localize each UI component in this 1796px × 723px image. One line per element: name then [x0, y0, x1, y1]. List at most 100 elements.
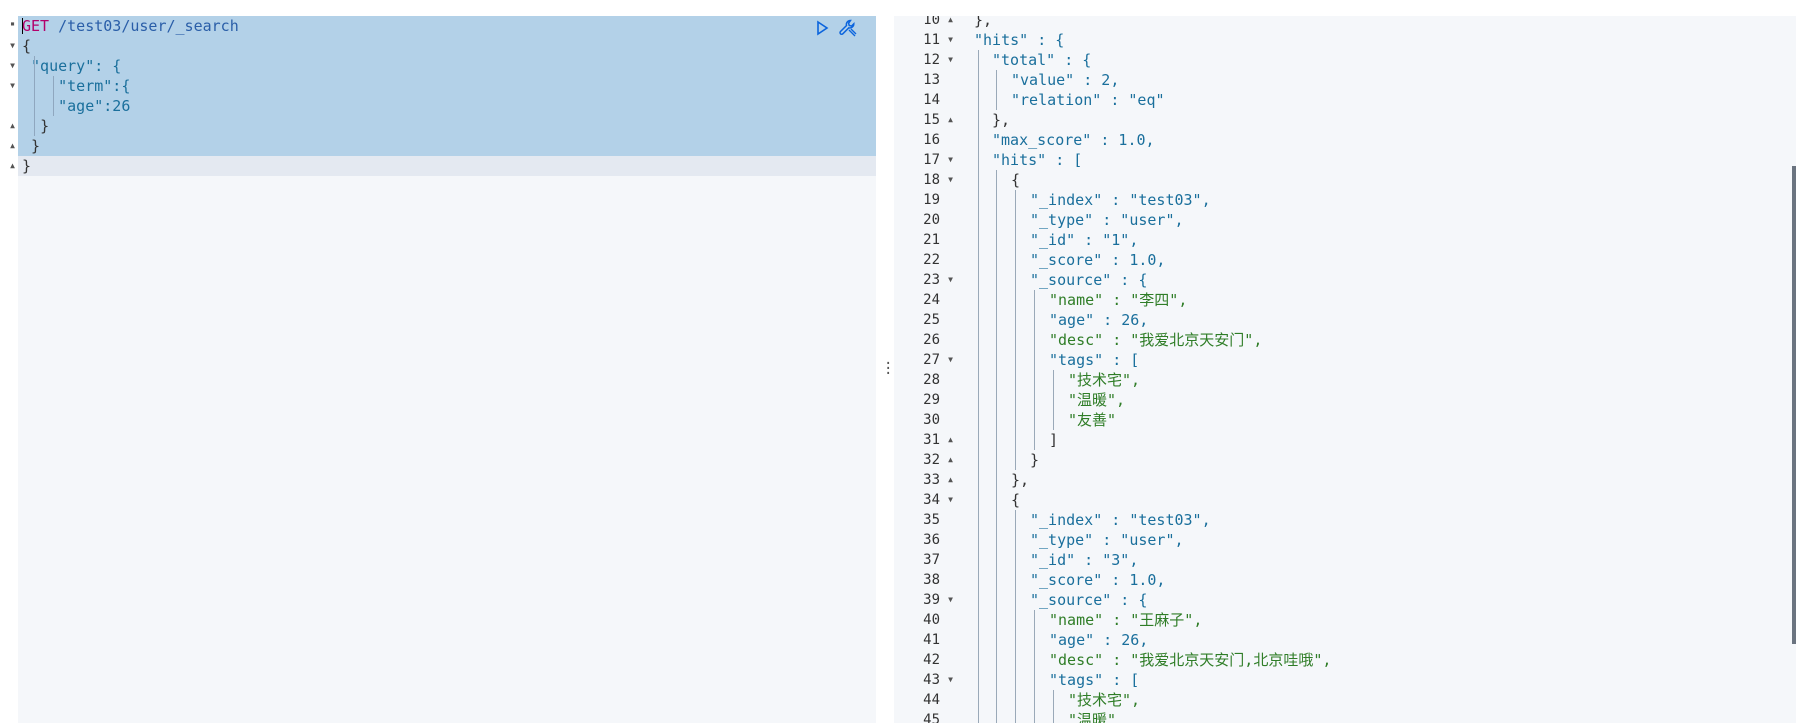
- fold-down-icon[interactable]: ▼: [10, 81, 15, 90]
- line-number: 38: [923, 572, 940, 588]
- line-number: 30: [923, 412, 940, 428]
- response-line: "relation" : "eq": [956, 90, 1776, 110]
- fold-down-icon[interactable]: ▼: [10, 41, 15, 50]
- line-number: 22: [923, 252, 940, 268]
- gutter-line: [0, 96, 18, 116]
- play-icon: [817, 20, 829, 36]
- request-line-method[interactable]: GET /test03/user/_search: [18, 16, 876, 36]
- fold-down-icon[interactable]: ▼: [948, 595, 953, 604]
- line-number: 27▼: [923, 352, 953, 368]
- line-number: 28: [923, 372, 940, 388]
- text-cursor: [22, 18, 23, 34]
- fold-up-icon[interactable]: ▲: [948, 435, 953, 444]
- request-line[interactable]: }: [18, 136, 876, 156]
- line-number: 34▼: [923, 492, 953, 508]
- response-line: }: [956, 450, 1776, 470]
- line-number: 24: [923, 292, 940, 308]
- wrench-icon: [839, 19, 857, 37]
- response-line: "desc" : "我爱北京天安门,北京哇哦",: [956, 650, 1776, 670]
- line-number: 11▼: [923, 32, 953, 48]
- response-line: "value" : 2,: [956, 70, 1776, 90]
- response-line: },: [956, 110, 1776, 130]
- response-line: "name" : "李四",: [956, 290, 1776, 310]
- request-path: /test03/user/_search: [58, 17, 239, 35]
- resize-handle-icon[interactable]: ···: [884, 357, 892, 381]
- fold-up-icon[interactable]: ▲: [948, 475, 953, 484]
- response-line: "技术宅",: [956, 370, 1776, 390]
- gutter-line[interactable]: ▲: [0, 156, 18, 176]
- response-line: "_index" : "test03",: [956, 190, 1776, 210]
- line-number: 17▼: [923, 152, 953, 168]
- response-line: "age" : 26,: [956, 310, 1776, 330]
- request-editor[interactable]: ▪ ▼ ▼ ▼ ▲ ▲ ▲ GET /test03/user/_search {…: [0, 16, 876, 723]
- request-settings-button[interactable]: [838, 18, 858, 38]
- response-line: },: [974, 16, 993, 29]
- response-line: "tags" : [: [956, 670, 1776, 690]
- response-code[interactable]: }, "hits" : { "total" : { "value" : 2, "…: [956, 16, 1776, 723]
- response-line: "desc" : "我爱北京天安门",: [956, 330, 1776, 350]
- response-line: "_type" : "user",: [956, 210, 1776, 230]
- fold-down-icon[interactable]: ▼: [948, 175, 953, 184]
- line-number: 36: [923, 532, 940, 548]
- fold-up-icon[interactable]: ▲: [10, 161, 15, 170]
- response-line: "total" : {: [956, 50, 1776, 70]
- line-number: 32▲: [923, 452, 953, 468]
- line-number: 31▲: [923, 432, 953, 448]
- fold-down-icon[interactable]: ▼: [948, 35, 953, 44]
- request-line[interactable]: }: [18, 116, 876, 136]
- gutter-line[interactable]: ▲: [0, 136, 18, 156]
- line-number: 44: [923, 692, 940, 708]
- request-actions: [812, 18, 858, 38]
- response-line: "温暖",: [956, 390, 1776, 410]
- pane-divider[interactable]: [876, 16, 894, 723]
- request-line[interactable]: "age":26: [18, 96, 876, 116]
- line-number: 16: [923, 132, 940, 148]
- request-line[interactable]: "query": {: [18, 56, 876, 76]
- fold-down-icon[interactable]: ▼: [10, 61, 15, 70]
- gutter-line[interactable]: ▼: [0, 76, 18, 96]
- gutter-line: ▪: [10, 19, 15, 28]
- fold-up-icon[interactable]: ▲: [948, 16, 953, 24]
- request-gutter: ▪ ▼ ▼ ▼ ▲ ▲ ▲: [0, 16, 18, 723]
- response-line: "温暖": [956, 710, 1776, 723]
- response-line: "name" : "王麻子",: [956, 610, 1776, 630]
- fold-down-icon[interactable]: ▼: [948, 55, 953, 64]
- line-number: 29: [923, 392, 940, 408]
- response-line: "_source" : {: [956, 590, 1776, 610]
- fold-up-icon[interactable]: ▲: [948, 115, 953, 124]
- fold-down-icon[interactable]: ▼: [948, 675, 953, 684]
- gutter-line[interactable]: ▲: [0, 116, 18, 136]
- response-viewer[interactable]: 10▲ 11▼ 12▼ 13 14 15▲ 16 17▼ 18▼ 19 20 2…: [894, 16, 1796, 723]
- line-number: 40: [923, 612, 940, 628]
- line-number: 20: [923, 212, 940, 228]
- response-line: "hits" : {: [974, 31, 1065, 49]
- response-line: "_source" : {: [956, 270, 1776, 290]
- request-code[interactable]: GET /test03/user/_search { "query": { "t…: [18, 16, 876, 176]
- response-line: "max_score" : 1.0,: [956, 130, 1776, 150]
- response-line: "_id" : "1",: [956, 230, 1776, 250]
- response-line: {: [956, 170, 1776, 190]
- fold-up-icon[interactable]: ▲: [10, 141, 15, 150]
- run-request-button[interactable]: [812, 18, 832, 38]
- fold-up-icon[interactable]: ▲: [948, 455, 953, 464]
- line-number: 26: [923, 332, 940, 348]
- gutter-line[interactable]: ▼: [0, 36, 18, 56]
- fold-down-icon[interactable]: ▼: [948, 495, 953, 504]
- response-line: "tags" : [: [956, 350, 1776, 370]
- line-number: 43▼: [923, 672, 953, 688]
- response-scrollbar[interactable]: [1792, 166, 1796, 644]
- request-line-active[interactable]: }: [18, 156, 876, 176]
- response-line: ]: [956, 430, 1776, 450]
- request-line[interactable]: {: [18, 36, 876, 56]
- fold-up-icon[interactable]: ▲: [10, 121, 15, 130]
- fold-down-icon[interactable]: ▼: [948, 355, 953, 364]
- response-line: "_score" : 1.0,: [956, 250, 1776, 270]
- request-line[interactable]: "term":{: [18, 76, 876, 96]
- http-method: GET: [22, 17, 50, 35]
- gutter-line[interactable]: ▼: [0, 56, 18, 76]
- fold-down-icon[interactable]: ▼: [948, 155, 953, 164]
- line-number: 21: [923, 232, 940, 248]
- line-number: 35: [923, 512, 940, 528]
- line-number: 25: [923, 312, 940, 328]
- fold-down-icon[interactable]: ▼: [948, 275, 953, 284]
